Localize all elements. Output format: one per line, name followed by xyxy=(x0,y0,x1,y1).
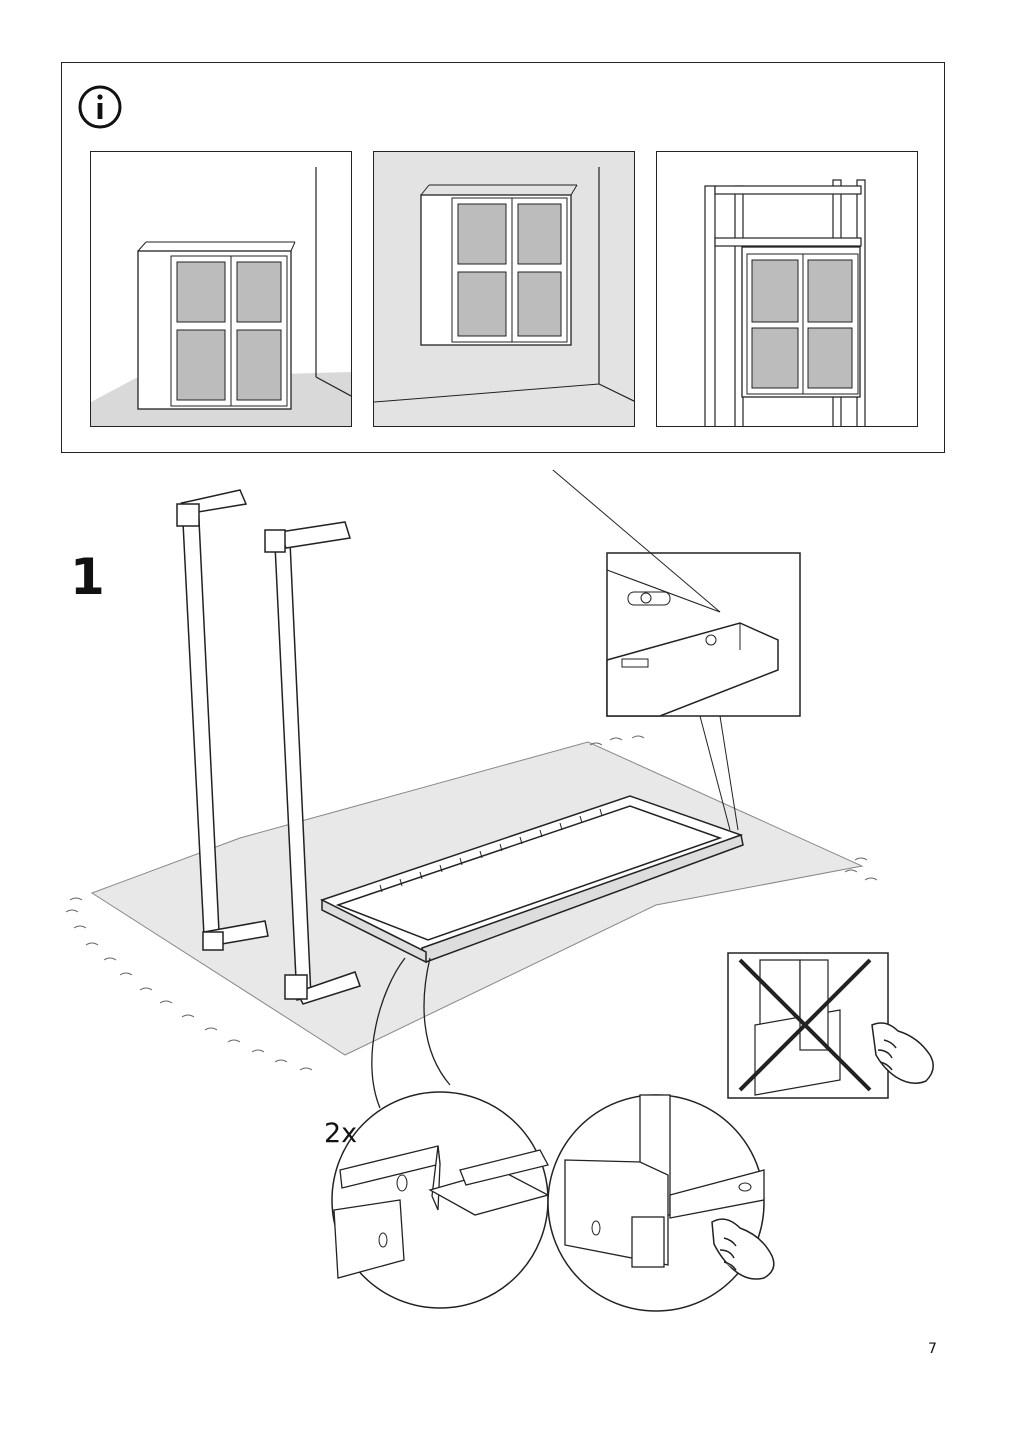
bottom-frame xyxy=(320,795,744,964)
detail-inset-corner xyxy=(552,470,801,831)
side-frame-left xyxy=(176,489,269,951)
info-circle-icon xyxy=(74,84,126,134)
quantity-label: 2x xyxy=(324,1118,358,1149)
wrong-way-inset xyxy=(727,952,934,1099)
panel-floor-standing xyxy=(90,151,352,427)
hand-pointing-icon xyxy=(711,1218,775,1280)
cabinet-drawing xyxy=(420,184,578,346)
assembly-illustration xyxy=(65,470,934,1312)
hand-pointing-icon xyxy=(871,1022,934,1084)
cabinet-drawing xyxy=(137,241,296,410)
page-number: 7 xyxy=(928,1341,937,1357)
panel-in-shelving-unit xyxy=(656,151,918,427)
step-number: 1 xyxy=(70,548,105,606)
cabinet-drawing xyxy=(741,246,861,398)
info-box xyxy=(61,62,945,453)
detail-circle-right xyxy=(547,1094,775,1312)
panel-wall-mounted xyxy=(373,151,635,427)
side-frame-right xyxy=(264,521,361,1005)
detail-circle-left xyxy=(331,1091,550,1309)
